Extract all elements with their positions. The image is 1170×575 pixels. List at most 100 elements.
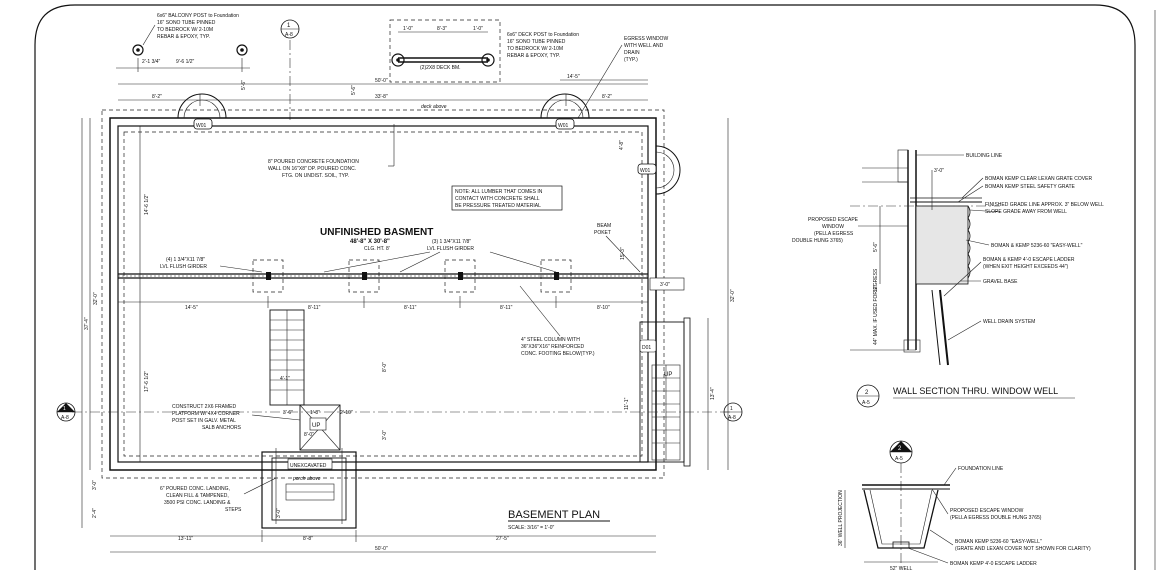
deck-above-label: deck above bbox=[421, 104, 447, 110]
note-line: EGRESS WINDOW bbox=[624, 36, 668, 42]
note-line: 16" SONO TUBE PINNED bbox=[507, 39, 566, 45]
dim-text: 17'-6 1/2" bbox=[144, 371, 150, 392]
deck-beam-detail: 1'-0" 8'-3" 1'-0" (2)2X8 DECK BM. bbox=[389, 19, 501, 83]
note-line: 3500 PSI CONC. LANDING & bbox=[164, 500, 231, 506]
top-dimensions: 50'-0" 8'-2" 33'-8" 8'-2" 14'-5" deck ab… bbox=[118, 74, 648, 110]
dim-text: 4'-1" bbox=[280, 376, 290, 382]
note-line: 16" SONO TUBE PINNED bbox=[157, 20, 216, 26]
dim-text: 36" WELL PROJECTION bbox=[838, 490, 844, 546]
note-line: BEAM bbox=[597, 223, 611, 229]
foundation-walls bbox=[101, 109, 665, 479]
dim-text: 8'-2" bbox=[602, 94, 612, 100]
window-tag-text: W01 bbox=[640, 168, 651, 174]
dim-text: 52" WELL bbox=[890, 566, 913, 572]
dim-text: 11'-1" bbox=[624, 397, 630, 410]
note-line: WALL ON 16"X8" DP. POURED CONC. bbox=[268, 166, 356, 172]
dim-text: 8'-11" bbox=[500, 305, 513, 311]
dim-text: 50'-0" bbox=[375, 546, 388, 552]
deck-beam-label: (2)2X8 DECK BM. bbox=[420, 65, 461, 71]
section-label: BOMAN & KEMP 5236-60 "EASY-WELL" bbox=[991, 243, 1083, 249]
dim-text: 8'-0" bbox=[382, 362, 388, 372]
plan-scale: SCALE: 3/16" = 1'-0" bbox=[508, 525, 555, 531]
note-line: (TYP.) bbox=[624, 57, 638, 63]
balcony-post-note: 6x6" BALCONY POST to Foundation 16" SONO… bbox=[142, 13, 239, 46]
dim-text: 8'-11" bbox=[404, 305, 417, 311]
bottom-dimensions: 13'-11" 8'-8" 27'-5" 50'-0" bbox=[110, 530, 656, 553]
note-line: CONTACT WITH CONCRETE SHALL bbox=[455, 196, 540, 202]
marker-sheet: A-8 bbox=[285, 32, 293, 38]
dim-text: 32'-0" bbox=[93, 292, 99, 305]
dim-text: 1'-8" bbox=[310, 410, 320, 416]
dim-text: 37'-4" bbox=[84, 317, 90, 330]
dim-text: 8'-8" bbox=[303, 536, 313, 542]
window-well-plan-labels: FOUNDATION LINE PROPOSED ESCAPE WINDOW (… bbox=[907, 466, 1091, 567]
note-line: 36"X36"X16" REINFORCED bbox=[521, 344, 585, 350]
dim-text: 44" MAX. IF USED FOR EGRESS bbox=[873, 268, 879, 345]
detail-label: (GRATE AND LEXAN COVER NOT SHOWN FOR CLA… bbox=[955, 546, 1091, 552]
room-name: UNFINISHED BASMENT bbox=[320, 227, 433, 238]
dim-text: 9'-6 1/2" bbox=[176, 59, 195, 65]
section-label: WINDOW bbox=[822, 224, 844, 230]
dim-text: 3'-0" bbox=[92, 480, 98, 490]
dim-text: 1'-0" bbox=[473, 26, 483, 32]
outer-wall bbox=[109, 117, 657, 471]
window-wells: W01 W01 W01 bbox=[177, 93, 681, 195]
marker-num: 2 bbox=[865, 390, 869, 396]
section-label: SLOPE GRADE AWAY FROM WELL bbox=[985, 209, 1067, 215]
detail-label: (PELLA EGRESS DOUBLE HUNG 3765) bbox=[950, 515, 1042, 521]
section-label: (PELLA EGRESS bbox=[814, 231, 854, 237]
note-line: POST SET IN GALV. METAL bbox=[172, 418, 236, 424]
girder-notes: (4) 1 3/4"X11 7/8" LVL FLUSH GIRDER (3) … bbox=[160, 239, 557, 273]
dim-text: 2'-1 3/4" bbox=[142, 59, 161, 65]
note-line: 6x6" DECK POST to Foundation bbox=[507, 32, 579, 38]
interior-stair: 4'-1" UP 3'-6" 1'-8" 2'-10" 8'-0" 8'-0" … bbox=[269, 309, 388, 451]
section-label: BUILDING LINE bbox=[966, 153, 1003, 159]
section-label: BOMAN KEMP CLEAR LEXAN GRATE COVER bbox=[985, 176, 1092, 182]
section-label: GRAVEL BASE bbox=[983, 279, 1018, 285]
plan-title: BASEMENT PLAN SCALE: 3/16" = 1'-0" bbox=[508, 509, 610, 531]
marker-sheet: A-5 bbox=[862, 400, 870, 406]
foundation-note: 8" POURED CONCRETE FOUNDATION WALL ON 16… bbox=[268, 124, 395, 179]
note-line: WITH WELL AND bbox=[624, 43, 664, 49]
note-line: POKET bbox=[594, 230, 611, 236]
post-right bbox=[240, 48, 244, 52]
steel-column-note: 4" STEEL COLUMN WITH 36"X36"X16" REINFOR… bbox=[519, 285, 595, 357]
room-size: 48'-8" X 30'-8" bbox=[350, 239, 390, 245]
note-line: BE PRESSURE TREATED MATERIAL bbox=[455, 203, 541, 209]
footing-outline bbox=[101, 109, 665, 479]
section-marker-top: 1 A-8 bbox=[280, 19, 300, 120]
note-line: (3) 1 3/4"X11 7/8" bbox=[432, 239, 471, 245]
section-label: PROPOSED ESCAPE bbox=[808, 217, 859, 223]
note-line: NOTE: ALL LUMBER THAT COMES IN bbox=[455, 189, 543, 195]
section-label: FINISHED GRADE LINE APPROX. 3" BELOW WEL… bbox=[985, 202, 1104, 208]
marker-num: 1 bbox=[287, 23, 291, 29]
right-dimensions: 32'-0" 13'-4" bbox=[707, 118, 736, 470]
dim-text: 12" bbox=[873, 284, 879, 292]
gravel-fill bbox=[915, 205, 969, 285]
column-footing bbox=[444, 259, 476, 293]
dim-text: 33'-8" bbox=[375, 94, 388, 100]
deck-post-note: 6x6" DECK POST to Foundation 16" SONO TU… bbox=[507, 32, 579, 59]
porch-above-label: porch above bbox=[292, 476, 321, 482]
dim-text: 14'-5" bbox=[567, 74, 580, 80]
note-line: CLEAN FILL & TAMPENED, bbox=[166, 493, 229, 499]
note-line: CONC. FOOTING BELOW(TYP.) bbox=[521, 351, 595, 357]
footing-inner bbox=[123, 131, 643, 457]
wall-section-detail: 3'-0" 5'-6" 12" 44" MAX. IF USED FOR EGR… bbox=[850, 149, 1001, 366]
lumber-note: NOTE: ALL LUMBER THAT COMES IN CONTACT W… bbox=[451, 185, 563, 211]
marker-sheet: A-8 bbox=[61, 415, 69, 421]
note-line: 6x6" BALCONY POST to Foundation bbox=[157, 13, 239, 19]
dim-text: 3'-0" bbox=[382, 430, 388, 440]
wall-section-title: 2 A-5 WALL SECTION THRU. WINDOW WELL bbox=[856, 384, 1075, 408]
up-label: UP bbox=[664, 372, 672, 378]
dim-text: 8'-2" bbox=[152, 94, 162, 100]
note-line: REBAR & EPOXY, TYP. bbox=[507, 53, 560, 59]
column-footing bbox=[252, 259, 284, 293]
note-line: REBAR & EPOXY, TYP. bbox=[157, 34, 210, 40]
dim-text: 5'-6" bbox=[241, 80, 247, 90]
marker-num: 2 bbox=[898, 446, 902, 452]
beam-pocket: BEAM POKET 15'-3" 4'-8" bbox=[594, 140, 641, 273]
dim-text: 14'-5" bbox=[185, 305, 198, 311]
dim-text: 4'-8" bbox=[619, 140, 625, 150]
